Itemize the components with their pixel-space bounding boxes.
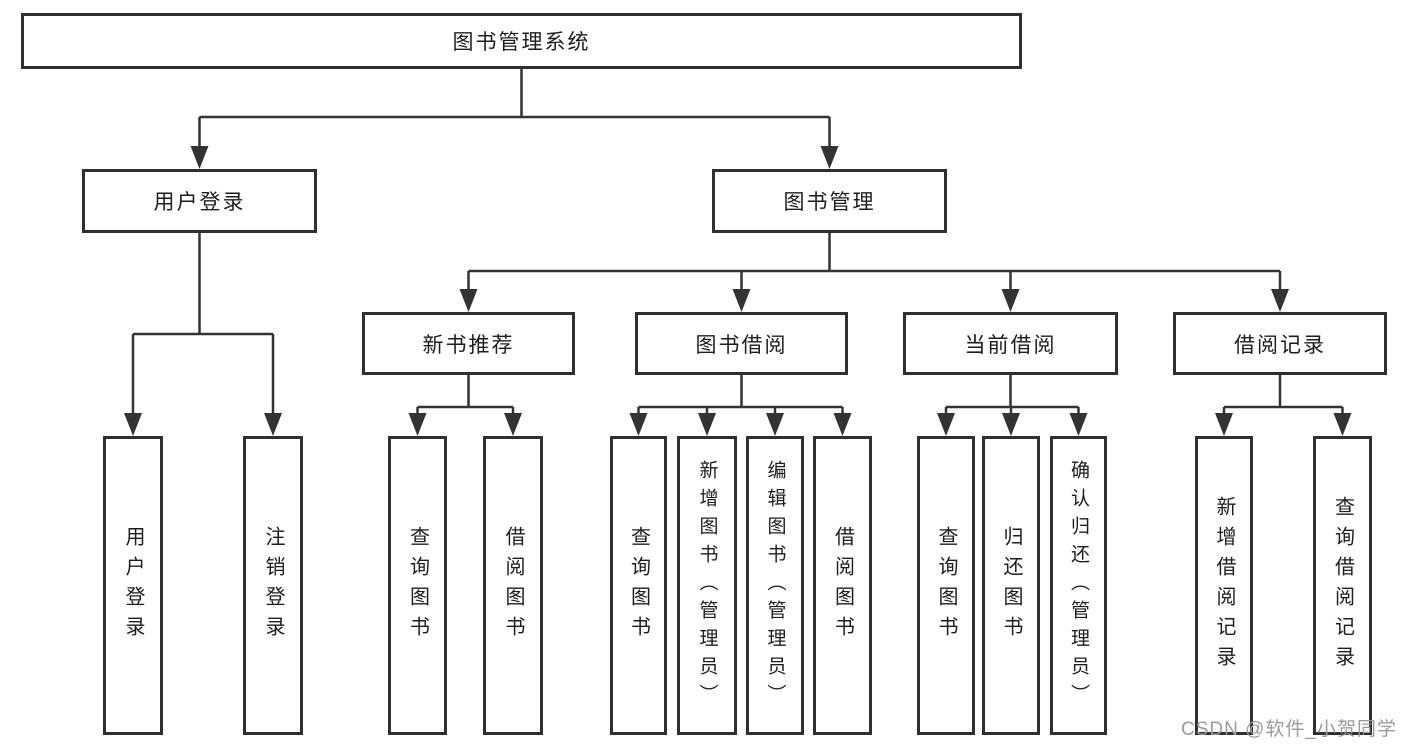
leaf-edit-books-admin: 编辑图书（管理员） [746, 436, 804, 735]
leaf-user-login: 用户登录 [103, 436, 163, 735]
arrowheads [124, 146, 1352, 436]
leaf-add-books-admin: 新增图书（管理员） [677, 436, 737, 735]
node-current-borrowing: 当前借阅 [903, 312, 1118, 375]
node-label: 查询图书 [935, 525, 957, 646]
node-label: 归还图书 [1000, 525, 1022, 646]
node-new-book-recommend: 新书推荐 [362, 312, 575, 375]
node-user-login-module: 用户登录 [82, 169, 317, 233]
node-label: 新增图书（管理员） [696, 459, 718, 712]
node-label: 确认归还（管理员） [1068, 459, 1089, 712]
leaf-query-borrow-record: 查询借阅记录 [1313, 436, 1372, 735]
leaf-logout: 注销登录 [243, 436, 303, 735]
node-label: 图书借阅 [695, 333, 788, 357]
leaf-borrow-books: 借阅图书 [813, 436, 872, 735]
leaf-return-books: 归还图书 [982, 436, 1040, 735]
node-label: 借阅图书 [502, 525, 524, 646]
node-label: 注销登录 [262, 525, 284, 646]
node-label: 编辑图书（管理员） [764, 459, 786, 712]
node-label: 借阅记录 [1234, 333, 1326, 357]
node-label: 查询图书 [406, 525, 429, 646]
node-label: 图书管理 [783, 191, 876, 214]
leaf-query-books: 查询图书 [917, 436, 975, 735]
node-label: 查询图书 [627, 525, 650, 646]
node-label: 借阅图书 [831, 525, 854, 646]
node-book-borrowing: 图书借阅 [635, 312, 848, 375]
node-label: 图书管理系统 [452, 31, 591, 54]
node-label: 新书推荐 [422, 333, 515, 357]
leaf-borrow-books: 借阅图书 [483, 436, 543, 735]
leaf-query-books: 查询图书 [610, 436, 667, 735]
node-label: 查询借阅记录 [1331, 495, 1354, 676]
node-label: 用户登录 [153, 191, 246, 214]
csdn-watermark: CSDN @软件_小贺同学 [1181, 719, 1397, 740]
node-label: 用户登录 [122, 525, 144, 646]
node-label: 新增借阅记录 [1213, 495, 1235, 676]
node-library-management-system: 图书管理系统 [21, 13, 1022, 69]
node-label: 当前借阅 [964, 333, 1057, 357]
leaf-add-borrow-record: 新增借阅记录 [1195, 436, 1253, 735]
node-borrowing-records: 借阅记录 [1173, 312, 1387, 375]
leaf-confirm-return-admin: 确认归还（管理员） [1050, 436, 1107, 735]
leaf-query-books: 查询图书 [388, 436, 447, 735]
node-book-management-module: 图书管理 [712, 169, 947, 233]
